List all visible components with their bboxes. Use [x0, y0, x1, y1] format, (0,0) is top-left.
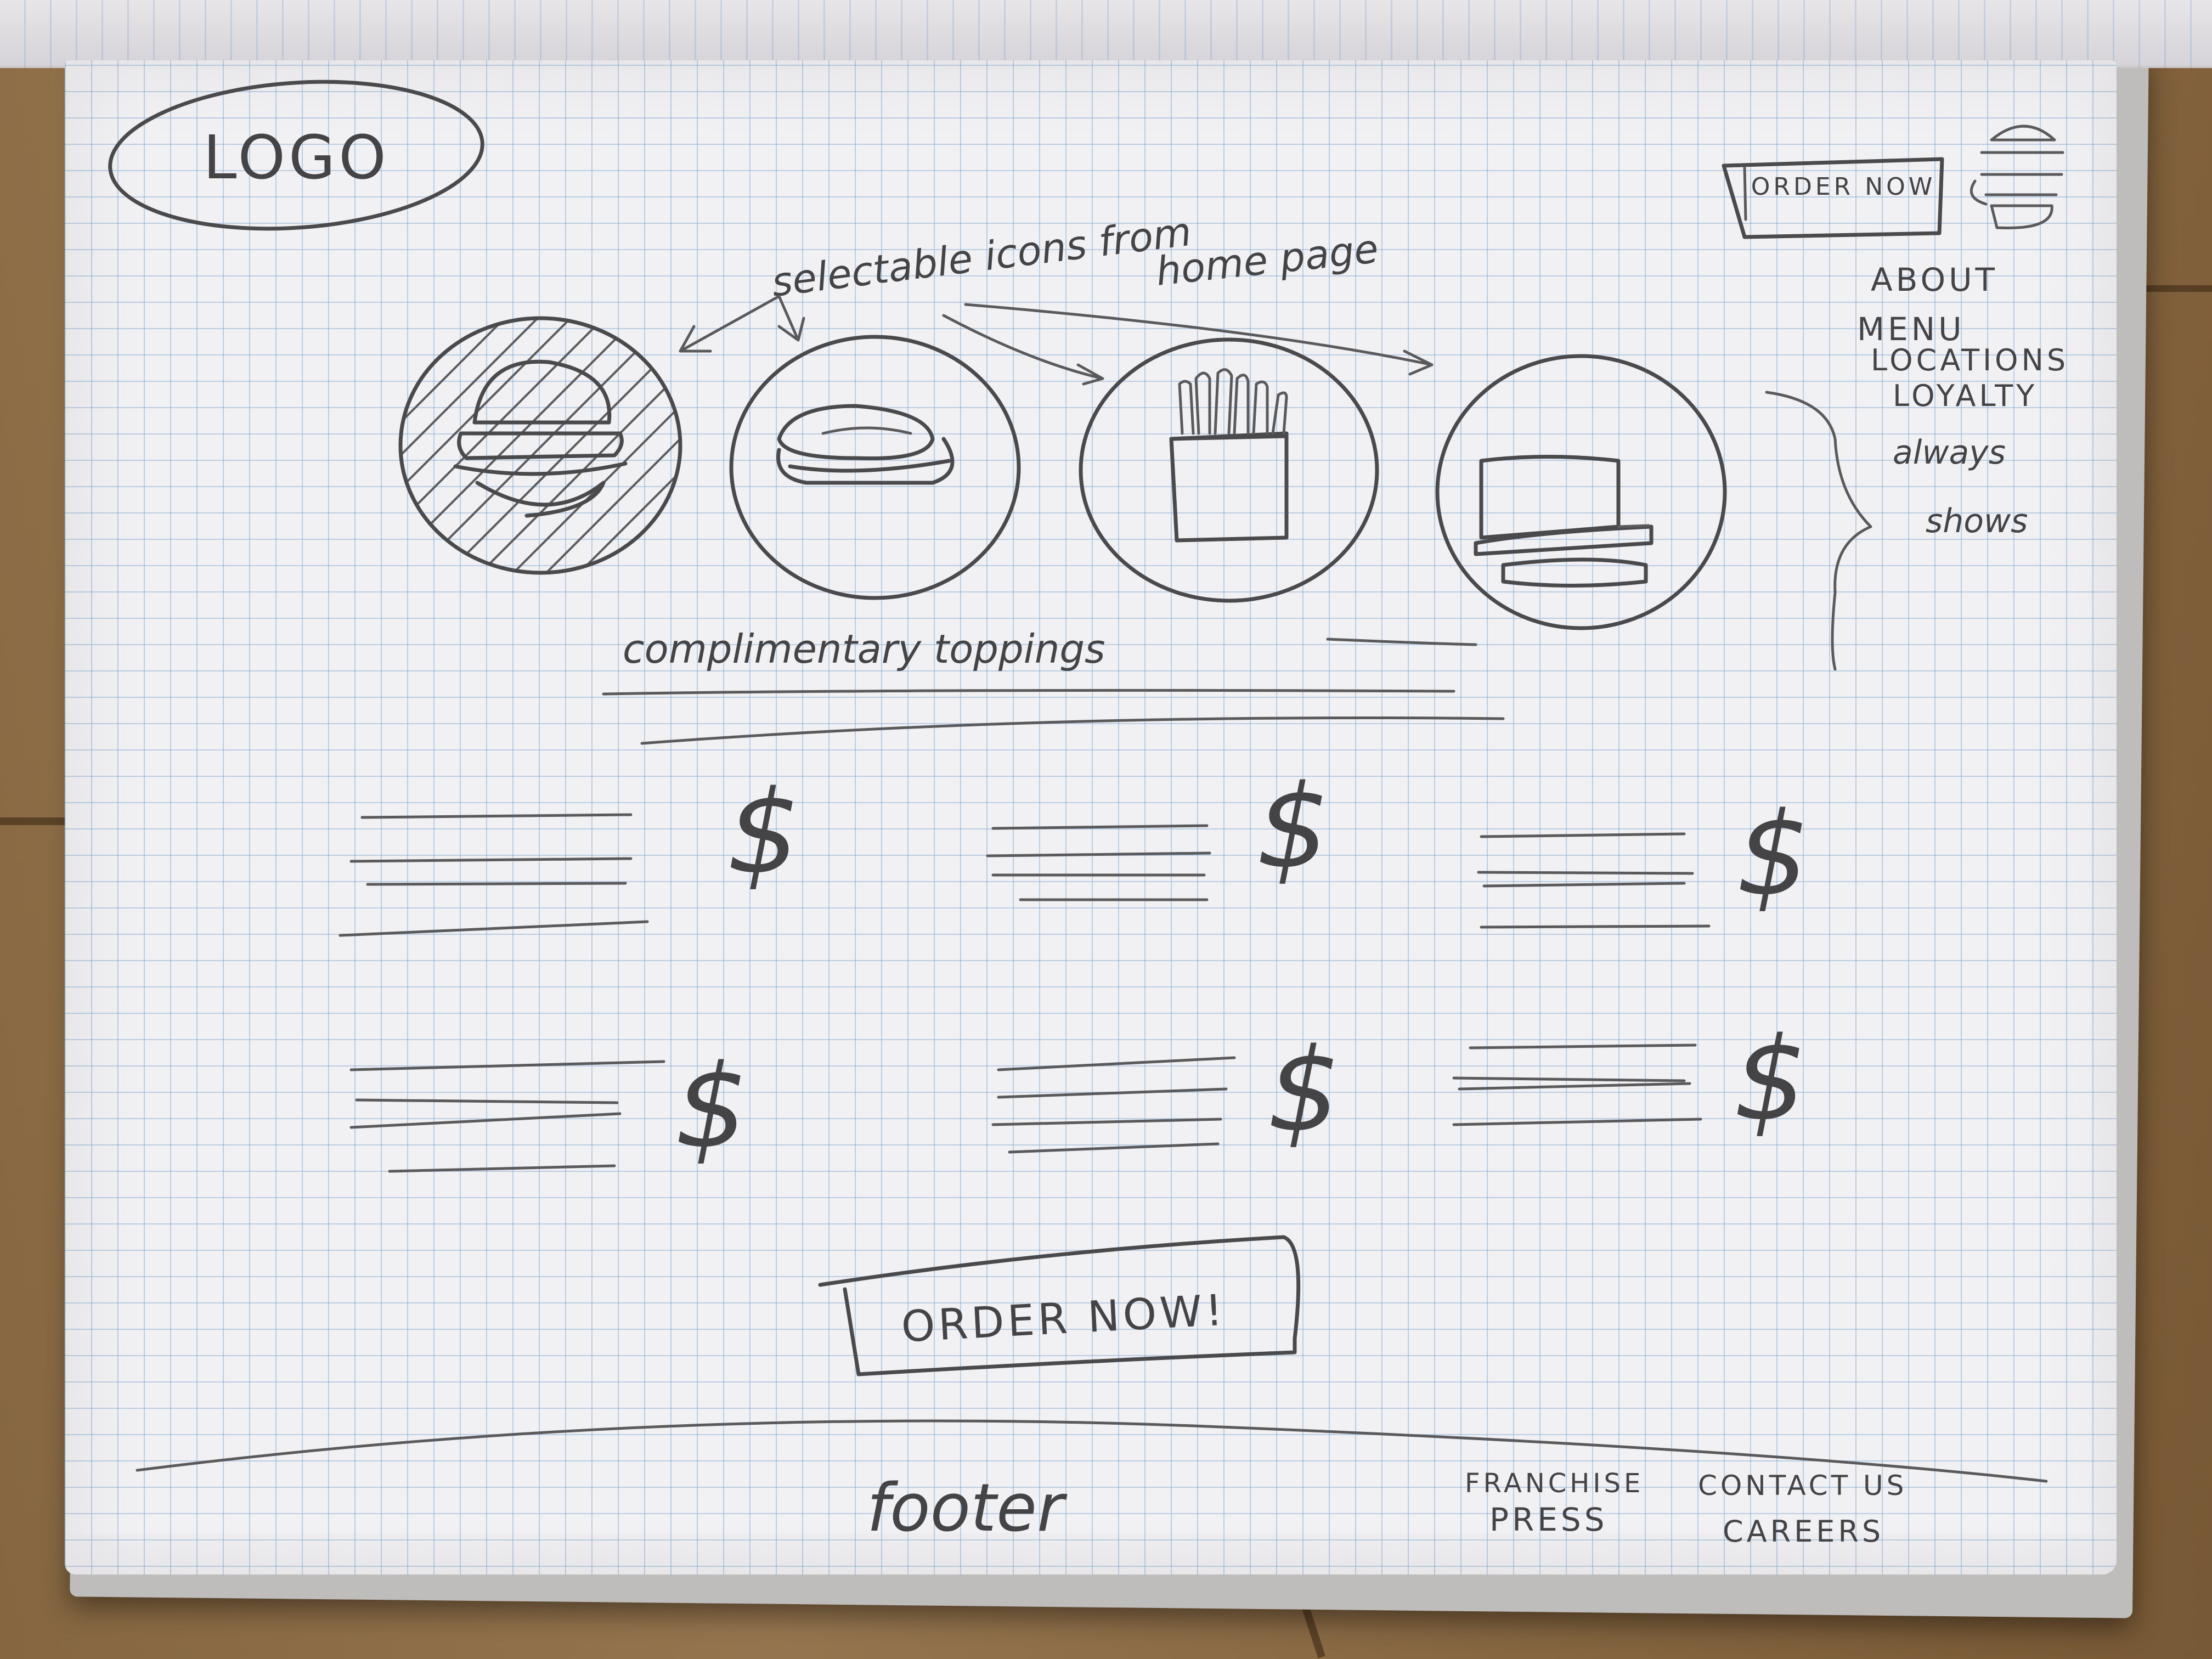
- price-symbol: $: [1256, 760, 1330, 894]
- menu-item[interactable]: $: [991, 1023, 1341, 1158]
- annotation-arrow: [679, 295, 781, 353]
- burger-icon: [453, 359, 628, 518]
- annotation-arrow: [964, 303, 1434, 376]
- annotation-text-line1: selectable icons from: [769, 208, 1194, 306]
- sandwich-icon: [1474, 455, 1654, 588]
- footer-link-press[interactable]: PRESS: [1489, 1501, 1608, 1538]
- annotation: selectable icons from home page: [679, 208, 1434, 386]
- price-symbol: $: [727, 765, 800, 900]
- nav-item-menu[interactable]: MENU: [1857, 311, 1965, 348]
- footer-link-franchise[interactable]: FRANCHISE: [1465, 1468, 1644, 1499]
- order-now-label: ORDER NOW!: [900, 1286, 1227, 1352]
- price-symbol: $: [1734, 1012, 1807, 1147]
- header-order-now-button[interactable]: ORDER NOW: [1722, 157, 1944, 239]
- footer-link-contact-us[interactable]: CONTACT US: [1698, 1470, 1907, 1502]
- fries-icon: [1169, 368, 1289, 543]
- nav-item-locations[interactable]: LOCATIONS: [1871, 343, 2069, 377]
- category-burger[interactable]: [384, 307, 686, 576]
- nav-menu: ABOUT MENU LOCATIONS LOYALTY always show…: [1765, 261, 2069, 671]
- category-hot-dog[interactable]: [729, 335, 1021, 600]
- price-symbol: $: [675, 1040, 748, 1174]
- hot-dog-icon: [776, 404, 955, 485]
- menu-item[interactable]: $: [349, 1040, 748, 1174]
- price-symbol: $: [1736, 787, 1810, 922]
- toppings-text-line: [1326, 637, 1477, 646]
- menu-item[interactable]: $: [1477, 787, 1810, 929]
- nav-item-loyalty[interactable]: LOYALTY: [1893, 379, 2038, 413]
- nav-bracket: [1765, 391, 1872, 671]
- logo-text: LOGO: [203, 122, 390, 193]
- footer: footer FRANCHISE PRESS CONTACT US CAREER…: [136, 1419, 2048, 1549]
- annotation-arrow: [942, 314, 1104, 386]
- hamburger-menu-icon[interactable]: [1970, 125, 2064, 229]
- nav-item-about[interactable]: ABOUT: [1871, 261, 1998, 298]
- tile-seam: [2129, 285, 2212, 292]
- category-fries[interactable]: [1079, 337, 1379, 603]
- price-symbol: $: [1267, 1023, 1341, 1158]
- footer-divider: [136, 1419, 2048, 1483]
- footer-link-careers[interactable]: CAREERS: [1723, 1514, 1884, 1549]
- order-now-button[interactable]: ORDER NOW!: [818, 1235, 1301, 1376]
- menu-item[interactable]: $: [986, 760, 1330, 901]
- toppings-section: complimentary toppings: [602, 626, 1505, 745]
- header-order-now-label: ORDER NOW: [1751, 173, 1936, 201]
- nav-note-always: always: [1893, 433, 2006, 472]
- previous-page-edge: [0, 0, 2212, 68]
- menu-item[interactable]: $: [1452, 1012, 1807, 1147]
- annotation-arrow: [777, 295, 805, 342]
- category-sandwich[interactable]: [1435, 354, 1727, 630]
- toppings-text-line: [602, 689, 1455, 696]
- logo[interactable]: LOGO: [105, 70, 488, 241]
- nav-note-shows: shows: [1926, 502, 2028, 540]
- toppings-text-line: [640, 716, 1505, 745]
- toppings-label: complimentary toppings: [623, 626, 1105, 672]
- menu-item[interactable]: $: [338, 765, 800, 937]
- footer-label: footer: [867, 1470, 1068, 1547]
